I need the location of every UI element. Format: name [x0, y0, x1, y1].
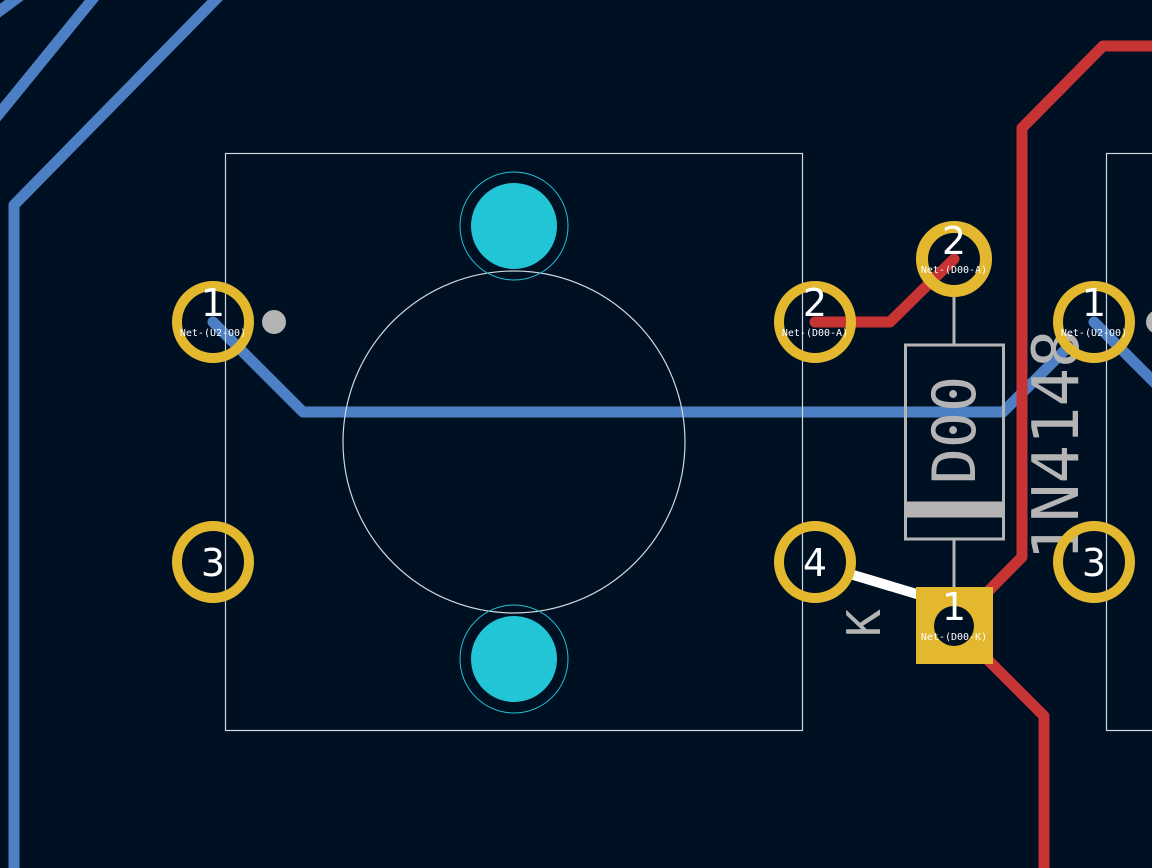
pad-number: 1	[942, 585, 966, 629]
blue-trace-diagonal-1[interactable]	[0, 0, 100, 125]
pad-drill-hole	[934, 606, 974, 646]
mounting-hole-ring-bottom	[459, 604, 569, 714]
pad-net-label: Net-(D00-K)	[921, 632, 987, 643]
pin1-marker-dot	[262, 310, 286, 334]
switch-footprint-outline	[224, 152, 804, 732]
next-switch-pad-1[interactable]: 1 Net-(U2-O0)	[1053, 281, 1135, 363]
pad-ring	[774, 521, 856, 603]
pad-net-label: Net-(U2-O0)	[180, 328, 246, 339]
blue-trace-diagonal-2[interactable]	[0, 0, 28, 18]
mounting-hole-top[interactable]	[471, 183, 557, 269]
diode-body[interactable]	[904, 343, 1005, 541]
next-switch-footprint-outline	[1105, 152, 1152, 732]
pad-number: 2	[942, 219, 966, 263]
pad-net-label: Net-(D00-A)	[921, 265, 987, 276]
red-trace-cathode-up[interactable]	[948, 40, 1152, 632]
pad-ring	[172, 521, 254, 603]
cathode-mark-label: K	[837, 609, 891, 637]
pad-net-label: Net-(U2-O0)	[1061, 328, 1127, 339]
mounting-hole-bottom[interactable]	[471, 616, 557, 702]
pad-ring	[1053, 521, 1135, 603]
pad-number: 2	[803, 281, 827, 325]
mounting-hole-ring-top	[459, 171, 569, 281]
npth-group	[459, 171, 569, 714]
pad-number: 3	[1082, 541, 1106, 585]
next-switch-pad-3[interactable]: 3	[1053, 521, 1135, 603]
pad-ring	[916, 221, 992, 297]
pad-number: 4	[803, 541, 827, 585]
pad-ring	[774, 281, 856, 363]
pad-net-label: Net-(D00-A)	[782, 328, 848, 339]
switch-pad-4[interactable]: 4	[774, 521, 856, 603]
switch-outline-group	[224, 152, 1152, 732]
pad-number: 3	[201, 541, 225, 585]
switch-pad-3[interactable]: 3	[172, 521, 254, 603]
next-pin1-marker-dot	[1146, 311, 1152, 333]
blue-trace-switch-row[interactable]	[207, 316, 1074, 418]
pad-number: 1	[1082, 281, 1106, 325]
switch-center-circle	[342, 270, 686, 614]
blue-trace-right-edge[interactable]	[1088, 316, 1152, 388]
switch-pad-2[interactable]: 2 Net-(D00-A)	[774, 281, 856, 363]
pad-number: 1	[201, 281, 225, 325]
ratsnest-line	[848, 569, 922, 600]
switch-pad-1[interactable]: 1 Net-(U2-O0)	[172, 281, 254, 363]
diode-pad-2[interactable]: 2 Net-(D00-A)	[916, 219, 992, 297]
diode-reference-label[interactable]: D00	[920, 376, 990, 484]
diode-silkscreen	[904, 296, 1005, 588]
diode-cathode-band	[904, 501, 1005, 518]
pad-ring	[1053, 281, 1135, 363]
pad-ring	[172, 281, 254, 363]
blue-trace-left-vertical[interactable]	[8, 0, 225, 868]
diode-pad-1[interactable]: 1 Net-(D00-K)	[916, 585, 993, 664]
diode-value-label[interactable]: 1N4148	[1020, 329, 1094, 560]
